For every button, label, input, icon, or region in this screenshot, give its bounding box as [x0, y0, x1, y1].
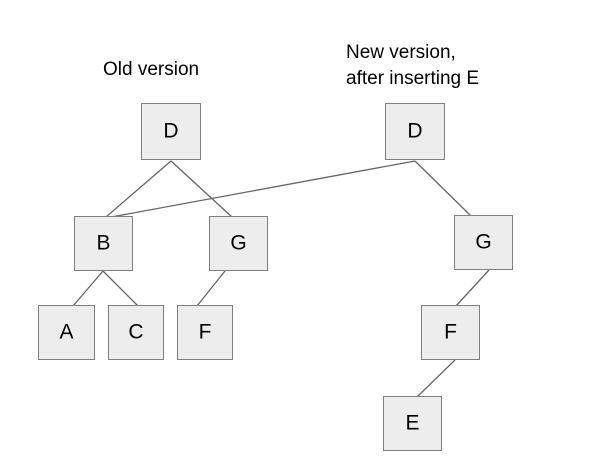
- diagram-title-line: New version,: [346, 42, 456, 63]
- diagram-title-line: after inserting E: [346, 68, 480, 89]
- tree-edge-old-d-to-old-b: [105, 160, 172, 218]
- tree-node-new-g[interactable]: G: [454, 215, 513, 270]
- tree-node-old-a[interactable]: A: [38, 305, 95, 360]
- tree-edge-new-g-to-new-f: [455, 269, 490, 307]
- tree-node-old-g[interactable]: G: [209, 216, 268, 271]
- tree-node-label: D: [407, 119, 423, 143]
- tree-node-new-e[interactable]: E: [383, 396, 442, 451]
- tree-node-label: A: [59, 320, 74, 344]
- tree-node-old-c[interactable]: C: [108, 305, 164, 360]
- tree-node-label: C: [128, 320, 144, 344]
- diagram-title-new-version: New version, after inserting E: [346, 40, 479, 92]
- tree-edge-old-b-to-old-c: [102, 270, 139, 307]
- tree-node-new-f[interactable]: F: [421, 305, 480, 360]
- tree-node-label: B: [96, 231, 111, 255]
- tree-node-old-b[interactable]: B: [74, 216, 133, 271]
- diagram-title-line: Old version: [103, 59, 200, 80]
- tree-node-label: G: [475, 230, 492, 254]
- tree-edge-new-d-to-new-g: [414, 160, 472, 217]
- tree-node-label: E: [405, 411, 420, 435]
- tree-edge-old-g-to-old-f: [196, 270, 226, 307]
- tree-edge-old-b-to-old-a: [72, 270, 104, 307]
- tree-node-label: F: [198, 320, 212, 344]
- tree-edge-new-d-to-old-b: [105, 160, 416, 219]
- diagram-title-old-version: Old version: [103, 57, 199, 83]
- tree-node-label: G: [230, 231, 247, 255]
- tree-node-new-d[interactable]: D: [385, 103, 445, 160]
- tree-node-label: F: [444, 320, 457, 344]
- tree-node-label: D: [163, 119, 179, 143]
- tree-node-old-f[interactable]: F: [177, 305, 233, 360]
- tree-node-old-d[interactable]: D: [141, 103, 201, 160]
- tree-edge-old-d-to-old-g: [170, 160, 233, 218]
- tree-edge-new-f-to-new-e: [416, 359, 456, 398]
